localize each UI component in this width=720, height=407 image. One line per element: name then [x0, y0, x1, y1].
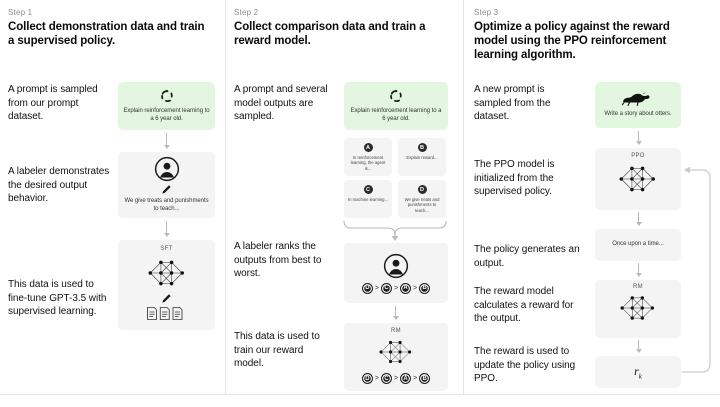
- step-3-prompt-text: Write a story about otters.: [604, 111, 672, 118]
- step-3-description-5: The reward is used to update the policy …: [474, 346, 576, 384]
- output-text-a: In reinforcement learning, the agent is.…: [350, 155, 386, 171]
- ppo-feedback-loop-arrow: [680, 164, 718, 374]
- rank-item-3: A: [400, 282, 412, 294]
- output-letter-b: B: [417, 143, 427, 152]
- rm-rank-sep-1: >: [374, 375, 379, 382]
- step-3-reward-card: rk: [595, 356, 681, 388]
- step-2-labeler-card: D > C > A > B: [344, 243, 448, 303]
- step-2-output-card-a: A In reinforcement learning, the agent i…: [344, 138, 392, 176]
- otter-icon: [621, 91, 655, 107]
- rm-rank-item-2: C: [380, 373, 392, 384]
- column-divider-1: [225, 0, 226, 394]
- bottom-divider: [0, 394, 720, 395]
- step-3-title: Optimize a policy against the reward mod…: [474, 21, 670, 61]
- step-1-label: Step 1: [8, 8, 33, 17]
- step-3-description-3: The policy generates an output.: [474, 244, 580, 269]
- step-1-description-1: A prompt is sampled from our prompt data…: [8, 84, 98, 122]
- step-2-output-card-d: D We give treats and punishments to teac…: [398, 180, 446, 218]
- rank-sep-2: >: [393, 284, 399, 292]
- step-3-description-2: The PPO model is initialized from the su…: [474, 159, 555, 197]
- step-1-description-2: A labeler demonstrates the desired outpu…: [8, 166, 110, 204]
- refresh-cycle-icon: [388, 88, 404, 104]
- step-3-output-text: Once upon a time...: [612, 241, 664, 248]
- neural-net-icon: [615, 290, 661, 326]
- reward-symbol: r: [634, 363, 639, 378]
- step-2-description-2: A labeler ranks the outputs from best to…: [234, 241, 322, 279]
- step-2-output-card-b: B Explain reward...: [398, 138, 446, 176]
- step-3-ppo-card: PPO: [595, 148, 681, 210]
- rm-rank-item-4: B: [419, 373, 431, 384]
- column-step-3: Step 3 Optimize a policy against the rew…: [464, 0, 720, 407]
- step-1-labeler-card: We give treats and punishments to teach.…: [118, 152, 215, 218]
- step-2-title: Collect comparison data and train a rewa…: [234, 21, 426, 47]
- output-text-c: In machine learning...: [347, 197, 389, 202]
- output-letter-c: C: [363, 185, 373, 194]
- step-3-prompt-card: Write a story about otters.: [595, 82, 681, 128]
- arrow-rm-to-reward: [635, 340, 642, 353]
- arrow-prompt-to-ppo: [635, 131, 642, 145]
- neural-net-icon: [614, 160, 662, 198]
- step-2-label: Step 2: [234, 8, 259, 17]
- rank-sep-1: >: [374, 284, 379, 292]
- person-icon: [383, 253, 409, 279]
- rm-rank-sep-2: >: [393, 375, 399, 382]
- step-3-description-1: A new prompt is sampled from the dataset…: [474, 84, 551, 122]
- step-1-labeler-text: We give treats and punishments to teach.…: [124, 198, 209, 212]
- step-3-rm-card: RM: [595, 280, 681, 338]
- output-letter-a: A: [363, 143, 373, 152]
- rank-item-4: B: [419, 282, 431, 294]
- arrow-prompt-to-labeler: [163, 133, 170, 149]
- step-1-prompt-text: Explain reinforcement learning to a 6 ye…: [123, 108, 210, 122]
- step-1-sft-card: SFT: [118, 240, 215, 330]
- step-2-output-card-c: C In machine learning...: [344, 180, 392, 218]
- rank-item-1: D: [361, 282, 373, 294]
- arrow-ppo-to-output: [635, 212, 642, 226]
- step-3-description-4: The reward model calculates a reward for…: [474, 286, 574, 324]
- pencil-icon: [161, 184, 172, 195]
- step-2-prompt-card: Explain reinforcement learning to a 6 ye…: [344, 82, 448, 130]
- person-pencil-icon: [154, 156, 180, 182]
- rm-label: RM: [391, 328, 401, 334]
- reward-formula: rk: [634, 364, 642, 380]
- arrow-labeler-to-sft: [163, 221, 170, 237]
- ranking-row-rm: D > C > A > B: [361, 373, 431, 384]
- output-letter-d: D: [417, 185, 427, 194]
- step-3-output-card: Once upon a time...: [595, 229, 681, 261]
- column-divider-2: [463, 0, 464, 394]
- step-2-description-3: This data is used to train our reward mo…: [234, 331, 320, 369]
- merge-brace: [342, 219, 448, 241]
- reward-subscript: k: [638, 372, 642, 381]
- rm-rank-sep-3: >: [413, 375, 418, 382]
- arrow-labeler-to-rm: [392, 306, 399, 320]
- column-step-2: Step 2 Collect comparison data and train…: [226, 0, 463, 407]
- sft-label: SFT: [160, 246, 173, 252]
- output-text-d: We give treats and punishments to teach.…: [404, 197, 440, 213]
- column-step-1: Step 1 Collect demonstration data and tr…: [0, 0, 225, 407]
- ppo-label: PPO: [631, 153, 645, 159]
- neural-net-icon: [144, 254, 190, 292]
- step-2-description-1: A prompt and several model outputs are s…: [234, 84, 328, 122]
- step-3-rm-label: RM: [633, 284, 643, 290]
- step-1-description-3: This data is used to fine-tune GPT-3.5 w…: [8, 279, 107, 317]
- step-2-rm-card: RM D > C > A: [344, 323, 448, 391]
- ranking-row-labeler: D > C > A > B: [361, 282, 431, 294]
- output-text-b: Explain reward...: [406, 155, 438, 160]
- rm-rank-item-1: D: [361, 373, 373, 384]
- documents-icon: [146, 306, 188, 321]
- pencil-icon: [161, 293, 172, 304]
- step-3-label: Step 3: [474, 8, 499, 17]
- neural-net-icon: [374, 335, 418, 369]
- rm-rank-item-3: A: [400, 373, 412, 384]
- rank-sep-3: >: [413, 284, 418, 292]
- step-1-title: Collect demonstration data and train a s…: [8, 21, 205, 47]
- step-2-prompt-text: Explain reinforcement learning to a 6 ye…: [350, 108, 442, 122]
- refresh-cycle-icon: [159, 88, 175, 104]
- rank-item-2: C: [380, 282, 392, 294]
- step-1-prompt-card: Explain reinforcement learning to a 6 ye…: [118, 82, 215, 130]
- arrow-output-to-rm: [635, 263, 642, 277]
